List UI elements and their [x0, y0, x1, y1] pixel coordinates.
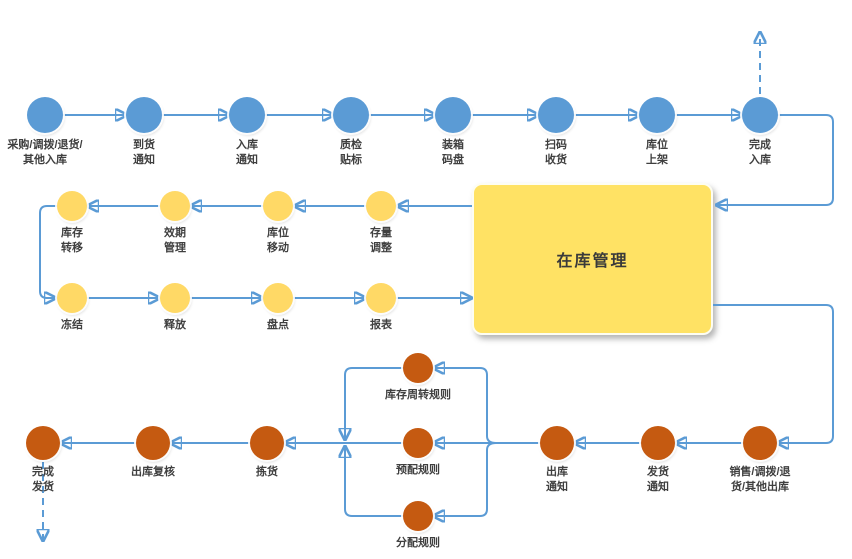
node-release: 释放: [125, 283, 225, 333]
process-circle: [366, 191, 396, 221]
node-label: 销售/调拨/退 货/其他出库: [729, 466, 791, 493]
process-circle: [126, 97, 162, 133]
node-label: 装箱 码盘: [442, 139, 464, 166]
node-label: 拣货: [256, 466, 278, 478]
node-preallocation-rule: 预配规则: [368, 428, 468, 478]
node-label: 库存 转移: [61, 227, 83, 254]
node-inbound-notice: 入库 通知: [197, 97, 297, 168]
process-circle: [403, 501, 433, 531]
node-label: 库存周转规则: [385, 389, 451, 401]
process-circle: [229, 97, 265, 133]
node-qc-labeling: 质检 贴标: [301, 97, 401, 168]
node-delivery-notice: 发货 通知: [608, 426, 708, 495]
process-circle: [743, 426, 777, 460]
node-outbound-notice: 出库 通知: [507, 426, 607, 495]
node-label: 出库复核: [131, 466, 175, 478]
process-circle: [641, 426, 675, 460]
process-circle: [366, 283, 396, 313]
process-circle: [57, 191, 87, 221]
process-circle: [160, 283, 190, 313]
node-label: 预配规则: [396, 464, 440, 476]
node-label: 库位 上架: [646, 139, 668, 166]
node-outbound-recheck: 出库复核: [103, 426, 203, 480]
process-circle: [263, 283, 293, 313]
node-scan-receive: 扫码 收货: [506, 97, 606, 168]
node-label: 采购/调拨/退货/ 其他入库: [7, 139, 83, 166]
node-purchase-inbound: 采购/调拨/退货/ 其他入库: [0, 97, 95, 168]
node-label: 分配规则: [396, 537, 440, 549]
node-report: 报表: [331, 283, 431, 333]
node-label: 出库 通知: [546, 466, 568, 493]
process-circle: [250, 426, 284, 460]
node-label: 库位 移动: [267, 227, 289, 254]
node-arrival-notice: 到货 通知: [94, 97, 194, 168]
node-label: 扫码 收货: [545, 139, 567, 166]
node-label: 完成 入库: [749, 139, 771, 166]
node-location-move: 库位 移动: [228, 191, 328, 256]
node-packing-palletizing: 装箱 码盘: [403, 97, 503, 168]
process-circle: [538, 97, 574, 133]
node-label: 释放: [164, 319, 186, 331]
node-inventory-transfer: 库存 转移: [22, 191, 122, 256]
node-label: 入库 通知: [236, 139, 258, 166]
process-circle: [263, 191, 293, 221]
node-freeze: 冻结: [22, 283, 122, 333]
node-inbound-complete: 完成 入库: [710, 97, 810, 168]
process-circle: [540, 426, 574, 460]
process-circle: [742, 97, 778, 133]
process-circle: [136, 426, 170, 460]
node-label: 冻结: [61, 319, 83, 331]
node-shelving: 库位 上架: [607, 97, 707, 168]
process-circle: [403, 428, 433, 458]
process-circle: [403, 353, 433, 383]
process-circle: [160, 191, 190, 221]
process-circle: [435, 97, 471, 133]
center-box-label: 在库管理: [556, 253, 629, 270]
process-circle: [26, 426, 60, 460]
node-label: 质检 贴标: [340, 139, 362, 166]
process-circle: [333, 97, 369, 133]
node-label: 报表: [370, 319, 392, 331]
node-stock-adjust: 存量 调整: [331, 191, 431, 256]
process-circle: [27, 97, 63, 133]
node-label: 效期 管理: [164, 227, 186, 254]
node-label: 完成 发货: [32, 466, 54, 493]
node-label: 盘点: [267, 319, 289, 331]
node-label: 到货 通知: [133, 139, 155, 166]
process-circle: [639, 97, 675, 133]
node-turnover-rule: 库存周转规则: [368, 353, 468, 403]
node-picking: 拣货: [217, 426, 317, 480]
node-label: 发货 通知: [647, 466, 669, 493]
node-allocation-rule: 分配规则: [368, 501, 468, 551]
process-circle: [57, 283, 87, 313]
box-in-warehouse-management: 在库管理: [472, 183, 713, 335]
node-shipment-complete: 完成 发货: [0, 426, 93, 495]
node-stocktake: 盘点: [228, 283, 328, 333]
node-expiry-management: 效期 管理: [125, 191, 225, 256]
connector-path: [713, 304, 834, 443]
node-label: 存量 调整: [370, 227, 392, 254]
node-sales-outbound: 销售/调拨/退 货/其他出库: [710, 426, 810, 495]
